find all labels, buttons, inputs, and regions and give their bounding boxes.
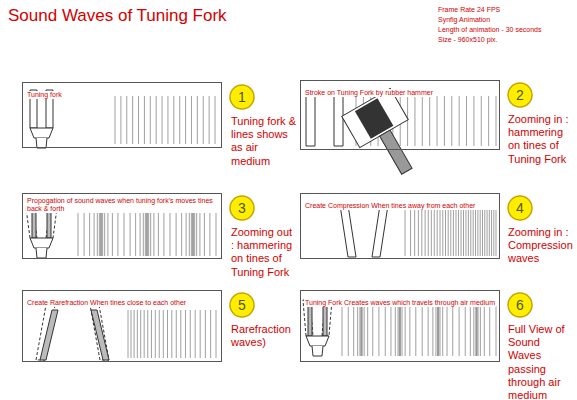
callout-number: 4 — [507, 200, 533, 216]
air-lines — [78, 210, 216, 256]
step-circle: 5 — [229, 292, 255, 318]
step-description: Zooming out : hammering on tines of Tuni… — [231, 226, 297, 279]
callout-number: 3 — [229, 200, 255, 216]
fork-tine — [91, 310, 109, 360]
fork-base — [30, 128, 53, 138]
fork-tine — [334, 96, 343, 146]
production-note: Size - 960x510 pix. — [438, 36, 574, 44]
scene-panel: Stroke on Tuning Fork by rubber hammer — [300, 80, 500, 150]
scene-panel: Create Rarefraction When tines close to … — [22, 290, 222, 362]
fork-tine — [372, 205, 388, 257]
production-note: Synfig Animation — [438, 16, 574, 24]
step-circle: 2 — [507, 82, 533, 108]
step-description: Rarefraction waves) — [231, 323, 297, 349]
callout-number: 1 — [229, 89, 255, 105]
step-circle: 3 — [229, 195, 255, 221]
callout-number: 5 — [229, 297, 255, 313]
panel-caption: Tuning fork — [26, 91, 63, 99]
production-note: Length of animation - 30 seconds — [438, 26, 574, 34]
rubber-hammer — [342, 88, 430, 185]
fork-stem — [36, 138, 47, 148]
step-description: Full View of Sound Waves passing through… — [508, 323, 574, 400]
fork-tine — [308, 304, 312, 336]
air-lines — [128, 310, 216, 358]
fork-stem — [312, 346, 323, 356]
panel-caption: Tuning Fork Creates waves which travels … — [304, 299, 496, 307]
callout-number: 6 — [507, 297, 533, 313]
air-lines — [342, 306, 496, 356]
step-circle: 4 — [507, 195, 533, 221]
fork-tine — [306, 96, 315, 146]
step-description: Tuning fork & lines shows as air medium — [231, 115, 297, 168]
panel-caption: Create Rarefraction When tines close to … — [26, 299, 187, 307]
panel-caption: Stroke on Tuning Fork by rubber hammer — [304, 89, 434, 97]
fork-tine — [90, 305, 109, 360]
step-description: Zooming in : Compression waves — [508, 226, 574, 266]
step-circle: 1 — [229, 84, 255, 110]
step-circle: 6 — [507, 292, 533, 318]
fork-base — [30, 238, 53, 248]
panel-caption: Propogation of sound waves when tuning f… — [26, 197, 218, 213]
scene-panel: Create Compression When tines away from … — [300, 193, 500, 259]
page-title: Sound Waves of Tuning Fork — [8, 6, 227, 26]
fork-tine — [40, 310, 58, 360]
fork-tine — [340, 205, 356, 257]
air-lines — [405, 210, 496, 256]
scene-panel: Propogation of sound waves when tuning f… — [22, 193, 222, 259]
panel-caption: Create Compression When tines away from … — [304, 202, 476, 210]
scene-panel: Tuning Fork Creates waves which travels … — [300, 290, 500, 362]
fork-stem — [36, 248, 47, 258]
fork-tine — [32, 212, 36, 238]
callout-number: 2 — [507, 87, 533, 103]
scene-panel: Tuning fork — [22, 82, 222, 148]
production-note: Frame Rate 24 FPS — [438, 6, 574, 14]
air-lines — [115, 96, 215, 144]
fork-base — [306, 336, 329, 346]
fork-tine — [323, 304, 327, 336]
step-description: Zooming in : hammering on tines of Tunin… — [508, 113, 574, 166]
fork-tine — [47, 212, 51, 238]
